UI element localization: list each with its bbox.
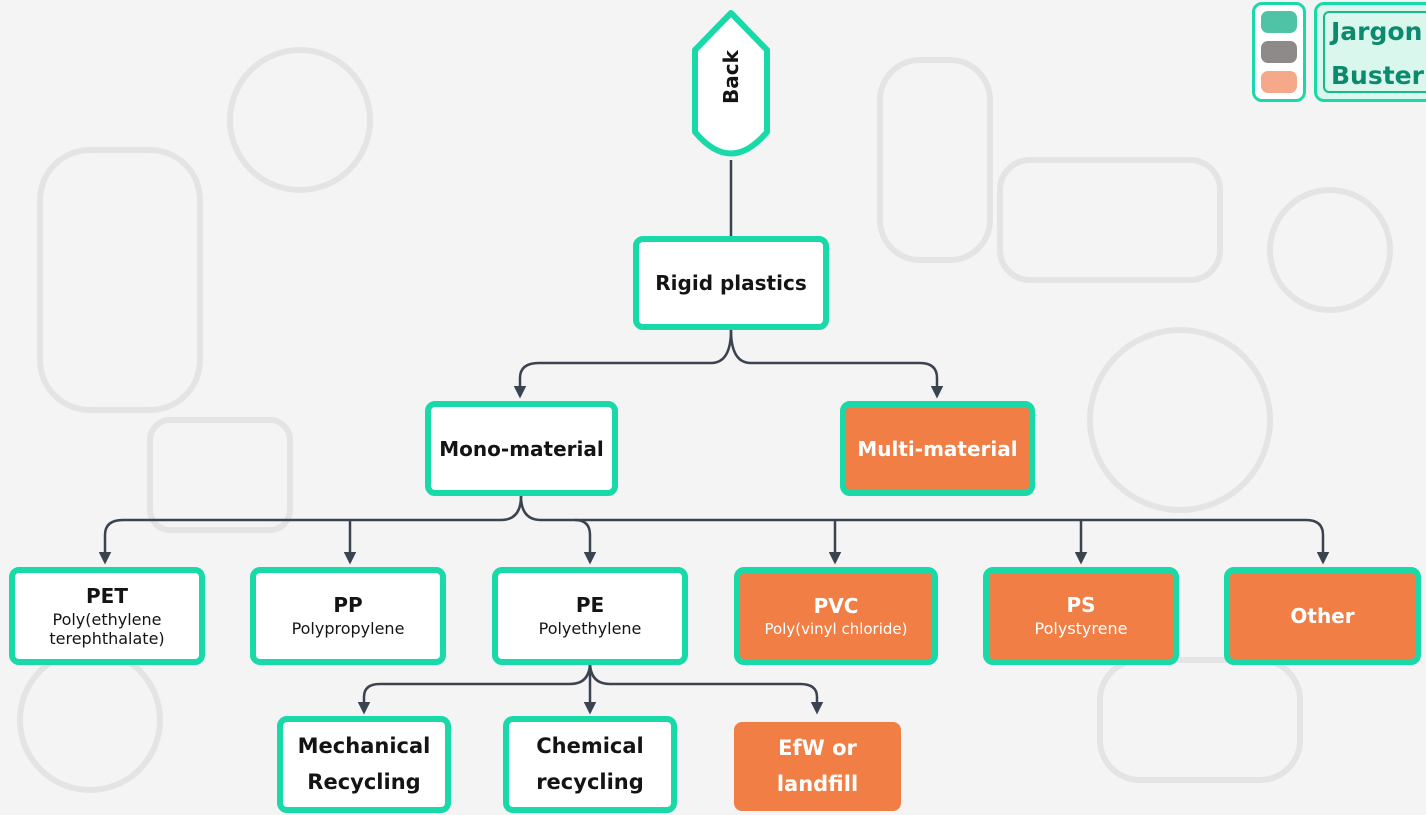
back-button[interactable]: Back <box>690 10 772 170</box>
node-efw-or-landfill[interactable]: EfW or landfill <box>734 722 901 811</box>
jargon-buster-logo: Jargon Buster <box>1252 2 1426 106</box>
node-label: Mono-material <box>439 436 604 461</box>
connector-pe-to-efw <box>588 661 824 715</box>
polymer-code: PVC <box>813 594 859 618</box>
outcome-line-2: recycling <box>536 769 644 794</box>
node-multi-material[interactable]: Multi-material <box>840 401 1035 496</box>
node-mono-material[interactable]: Mono-material <box>425 401 618 496</box>
polymer-code: PS <box>1066 593 1096 618</box>
polymer-name: Polystyrene <box>1034 619 1128 639</box>
node-other[interactable]: Other <box>1224 567 1421 665</box>
polymer-name: Polyethylene <box>538 619 642 639</box>
node-pp[interactable]: PP Polypropylene <box>250 567 446 665</box>
outcome-line-2: landfill <box>776 771 859 796</box>
outcome-line-1: EfW or <box>778 735 857 760</box>
node-chemical-recycling[interactable]: Chemical recycling <box>503 716 677 813</box>
salmon-swatch <box>1261 71 1297 93</box>
connector-mono-to-pet <box>98 495 523 565</box>
logo-word-2: Buster <box>1331 61 1424 90</box>
polymer-name: Poly(vinyl chloride) <box>764 620 908 638</box>
teal-swatch <box>1261 11 1297 33</box>
node-mechanical-recycling[interactable]: Mechanical Recycling <box>277 716 451 813</box>
polymer-code: PE <box>575 593 605 618</box>
node-rigid-plastics[interactable]: Rigid plastics <box>633 236 829 330</box>
node-label: Rigid plastics <box>655 271 807 295</box>
color-swatch-panel <box>1252 2 1306 102</box>
node-ps[interactable]: PS Polystyrene <box>983 567 1179 665</box>
polymer-code: PP <box>333 593 363 618</box>
outcome-line-1: Chemical <box>536 733 644 758</box>
logo-word-1: Jargon <box>1331 17 1423 46</box>
node-pvc[interactable]: PVC Poly(vinyl chloride) <box>734 567 938 665</box>
connector-pe-to-mechanical <box>357 661 592 715</box>
grey-swatch <box>1261 41 1297 63</box>
outcome-line-2: Recycling <box>307 769 421 794</box>
connector-root-to-mono <box>513 329 733 399</box>
polymer-name: Polypropylene <box>291 619 405 639</box>
connector-root-to-multi <box>729 329 944 399</box>
node-pe[interactable]: PE Polyethylene <box>492 567 688 665</box>
node-label: Multi-material <box>857 436 1018 461</box>
polymer-name: Poly(ethylene terephthalate) <box>49 609 165 648</box>
polymer-code: Other <box>1290 604 1355 628</box>
logo-wordmark-box: Jargon Buster <box>1314 2 1426 102</box>
connector-mono-to-right <box>575 518 1330 565</box>
outcome-line-1: Mechanical <box>297 733 431 758</box>
node-pet[interactable]: PET Poly(ethylene terephthalate) <box>9 567 205 665</box>
back-label: Back <box>719 50 743 104</box>
connector-mono-to-pe <box>519 495 597 565</box>
polymer-code: PET <box>86 583 128 608</box>
